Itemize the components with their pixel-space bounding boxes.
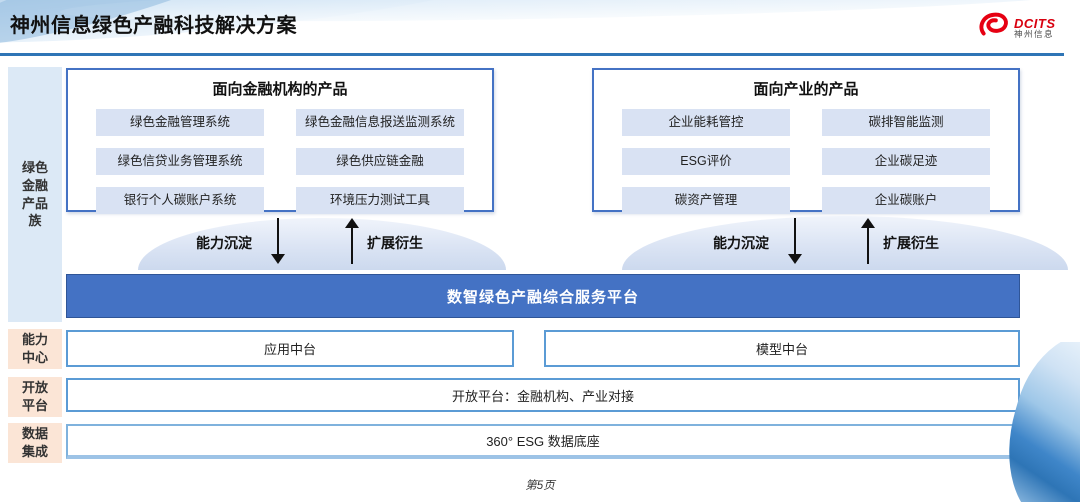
finance-panel-title: 面向金融机构的产品 bbox=[212, 81, 348, 98]
down-arrow-icon bbox=[788, 218, 802, 264]
product-chip: 绿色金融信息报送监测系统 bbox=[296, 109, 464, 136]
model-middle-platform-label: 模型中台 bbox=[755, 342, 808, 357]
sidebar-data-integration-label: 数据集成 bbox=[21, 426, 48, 459]
logo-swoosh-icon bbox=[976, 11, 1010, 46]
page-title: 神州信息绿色产融科技解决方案 bbox=[10, 15, 297, 37]
capability-sink-label: 能力沉淀 bbox=[196, 235, 252, 251]
sidebar-open-platform-label: 开放平台 bbox=[21, 380, 48, 413]
up-arrow-icon bbox=[861, 218, 875, 264]
product-chip: 企业能耗管控 bbox=[622, 109, 790, 136]
app-middle-platform-box: 应用中台 bbox=[66, 330, 514, 367]
sidebar-product-family: 绿色金融产品族 bbox=[8, 67, 62, 322]
brand-logo: DCITS 神州信息 bbox=[976, 8, 1066, 48]
sidebar-capability-center: 能力中心 bbox=[8, 329, 62, 369]
sidebar-open-platform: 开放平台 bbox=[8, 377, 62, 417]
dome-decoration-left bbox=[138, 218, 506, 270]
product-chip: 银行个人碳账户系统 bbox=[96, 187, 264, 214]
industry-chip-grid: 企业能耗管控 碳排智能监测 ESG评价 企业碳足迹 碳资产管理 企业碳账户 bbox=[594, 99, 1018, 214]
product-chip: ESG评价 bbox=[622, 148, 790, 175]
capability-sink-label: 能力沉淀 bbox=[713, 235, 769, 251]
brand-name: DCITS bbox=[1014, 15, 1056, 31]
industry-products-panel: 面向产业的产品 企业能耗管控 碳排智能监测 ESG评价 企业碳足迹 碳资产管理 … bbox=[592, 68, 1020, 214]
platform-bar-label: 数智绿色产融综合服务平台 bbox=[446, 288, 639, 306]
brand-name-cn: 神州信息 bbox=[1014, 29, 1055, 40]
esg-data-base-label: 360° ESG 数据底座 bbox=[486, 434, 600, 449]
model-middle-platform-box: 模型中台 bbox=[544, 330, 1020, 367]
app-middle-platform-label: 应用中台 bbox=[263, 342, 316, 357]
sidebar-capability-center-label: 能力中心 bbox=[21, 332, 48, 365]
sidebar-data-integration: 数据集成 bbox=[8, 423, 62, 463]
finance-products-panel: 面向金融机构的产品 绿色金融管理系统 绿色金融信息报送监测系统 绿色信贷业务管理… bbox=[66, 68, 494, 214]
expand-derive-label: 扩展衍生 bbox=[367, 235, 423, 251]
product-chip: 企业碳账户 bbox=[822, 187, 990, 214]
open-platform-label: 开放平台：金融机构、产业对接 bbox=[451, 388, 634, 404]
header-divider bbox=[0, 53, 1064, 56]
page-number: 第5页 bbox=[525, 480, 555, 492]
up-arrow-icon bbox=[345, 218, 359, 264]
product-chip: 绿色金融管理系统 bbox=[96, 109, 264, 136]
product-chip: 环境压力测试工具 bbox=[296, 187, 464, 214]
product-chip: 碳资产管理 bbox=[622, 187, 790, 214]
platform-bar: 数智绿色产融综合服务平台 bbox=[66, 274, 1020, 318]
product-chip: 绿色供应链金融 bbox=[296, 148, 464, 175]
finance-chip-grid: 绿色金融管理系统 绿色金融信息报送监测系统 绿色信贷业务管理系统 绿色供应链金融… bbox=[68, 99, 492, 214]
product-chip: 碳排智能监测 bbox=[822, 109, 990, 136]
down-arrow-icon bbox=[271, 218, 285, 264]
dome-decoration-right bbox=[622, 216, 1068, 270]
expand-derive-label: 扩展衍生 bbox=[883, 235, 939, 251]
sidebar-product-family-label: 绿色金融产品族 bbox=[21, 160, 48, 229]
esg-data-base-box: 360° ESG 数据底座 bbox=[66, 424, 1020, 459]
product-chip: 企业碳足迹 bbox=[822, 148, 990, 175]
industry-panel-title: 面向产业的产品 bbox=[753, 81, 859, 98]
product-chip: 绿色信贷业务管理系统 bbox=[96, 148, 264, 175]
open-platform-box: 开放平台：金融机构、产业对接 bbox=[66, 378, 1020, 412]
